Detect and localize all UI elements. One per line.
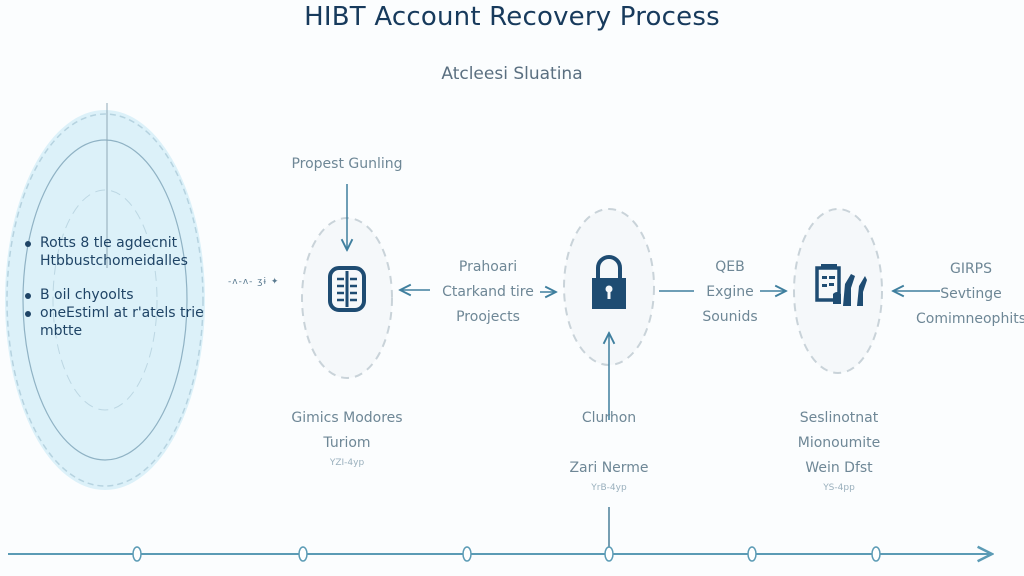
overview-circle-inner-ring [22, 139, 188, 461]
overview-bullet-list: Rotts 8 tle agdecnit Htbbustchomeidalles… [22, 234, 222, 340]
diagram-title: HIBT Account Recovery Process [304, 2, 720, 32]
step-label-line: Prahoari [458, 259, 518, 275]
step-label-b: QEB Exgine Sounids [690, 255, 770, 330]
bullet-item: Rotts 8 tle agdecnit Htbbustchomeidalles [22, 234, 222, 270]
lock-node-caption: YrB-4yp [591, 483, 627, 493]
document-node-bottom-label: Gimics Modores Turiom YZI-4yp [272, 406, 422, 470]
bullet-item: B oil chyoolts [22, 286, 222, 304]
timeline-marker [462, 546, 472, 562]
step-label-line: Sevtinge [940, 286, 1002, 302]
timeline-marker [604, 546, 614, 562]
verify-node-label-line: Seslinotnat [799, 410, 879, 426]
verify-node-label-line: Wein Dfst [805, 460, 873, 476]
step-label-line: Comimneophits [916, 311, 1024, 327]
lock-node-upper-label: Clurhon [581, 410, 637, 426]
step-label-a: Prahoari Ctarkand tire Proojects [438, 255, 538, 330]
bullet-item: oneEstiml at r'atels trie mbtte [22, 304, 222, 340]
verify-node-bottom-label: Seslinotnat Mionoumite Wein Dfst YS-4pp [774, 406, 904, 495]
step-label-line: Sounids [702, 309, 758, 325]
clipboard-check-icon [815, 264, 867, 306]
overview-circle-fill [5, 110, 205, 490]
lock-node-bottom-label: Zari Nerme YrB-4yp [549, 456, 669, 495]
document-node-label-line: Turiom [323, 435, 371, 451]
timeline-marker [132, 546, 142, 562]
timeline-marker [747, 546, 757, 562]
step-label-line: GIRPS [949, 261, 993, 277]
overview-circle [5, 103, 205, 490]
overview-circle-core-ring [52, 189, 158, 411]
document-node-caption: YZI-4yp [329, 458, 365, 468]
timeline-marker [298, 546, 308, 562]
step-label-line: QEB [715, 259, 745, 275]
document-node-label-line: Gimics Modores [291, 410, 403, 426]
verify-node-caption: YS-4pp [823, 483, 855, 493]
verify-node-label-line: Mionoumite [797, 435, 881, 451]
step-label-c: GIRPS Sevtinge Comimneophits [916, 257, 1024, 332]
step-label-line: Exgine [706, 284, 754, 300]
document-node-top-label: Propest Gunling [291, 156, 403, 172]
lock-node-label-line: Zari Nerme [569, 460, 649, 476]
diagram-subtitle: Atcleesi Sluatina [441, 64, 583, 84]
step-label-line: Proojects [456, 309, 520, 325]
overview-circle-dashed-ring [6, 113, 204, 487]
timeline [8, 507, 992, 561]
padlock-icon [592, 255, 626, 309]
document-grid-icon [328, 266, 366, 312]
connector-annotation: -ʌ-ʌ- ʒɨ ✦ [228, 277, 280, 287]
timeline-marker [871, 546, 881, 562]
step-label-line: Ctarkand tire [442, 284, 534, 300]
